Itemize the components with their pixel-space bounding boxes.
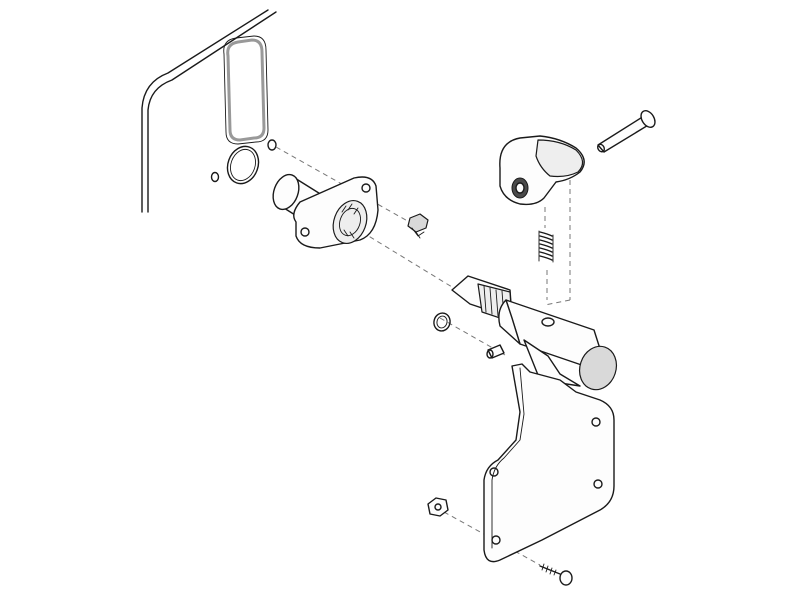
grommet-large bbox=[226, 145, 260, 185]
roll-pin bbox=[486, 344, 505, 359]
carriage-bolt bbox=[539, 563, 573, 586]
panel-outline bbox=[141, 9, 277, 213]
gasket bbox=[223, 35, 269, 145]
mounting-screw bbox=[407, 213, 429, 239]
compression-spring bbox=[538, 230, 554, 263]
retaining-ring bbox=[433, 312, 451, 332]
clevis-pin bbox=[596, 110, 656, 153]
shift-lever-head bbox=[499, 135, 585, 206]
mounting-bracket bbox=[483, 363, 615, 563]
hex-nut bbox=[427, 497, 449, 517]
flanged-bushing bbox=[272, 173, 379, 249]
grommet-small bbox=[210, 139, 277, 183]
